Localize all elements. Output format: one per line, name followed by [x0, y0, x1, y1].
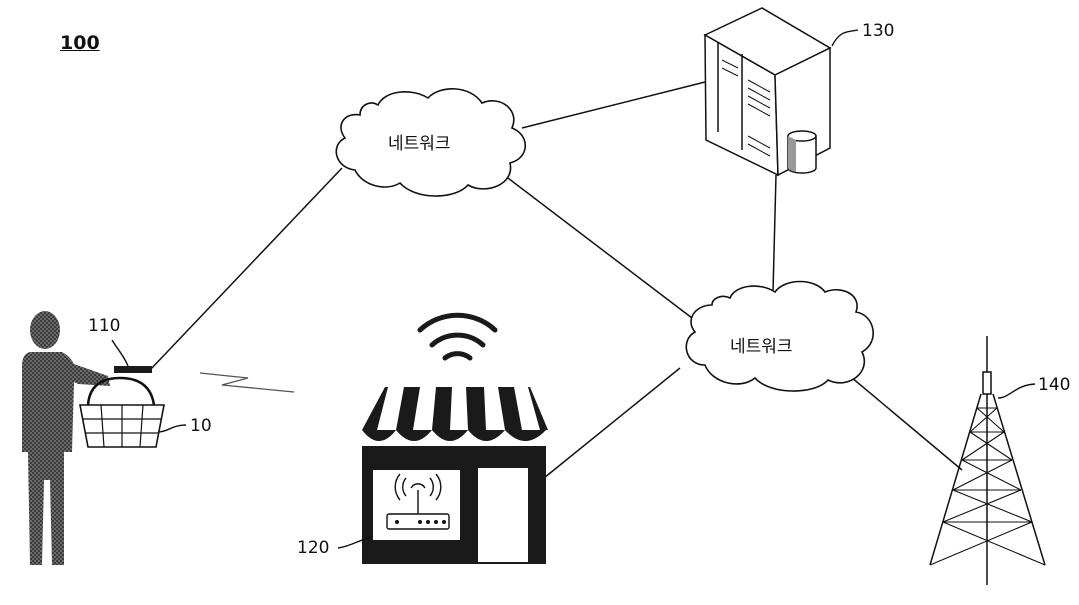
- link-network1-network2: [499, 171, 693, 319]
- terminal-device-icon: [114, 366, 152, 373]
- terminal-leader-line: [111, 339, 129, 367]
- link-terminal-network1: [149, 167, 343, 371]
- store-leader-line: [337, 537, 371, 549]
- network-label-2: 네트워크: [730, 337, 793, 357]
- link-store-network2: [543, 367, 681, 479]
- transmission-tower-icon: [929, 336, 1046, 585]
- server-icon: [703, 7, 832, 177]
- wifi-router-icon: [386, 473, 450, 530]
- link-network2-tower: [844, 371, 963, 471]
- store-icon: [362, 387, 548, 564]
- wireless-signal-line: [199, 372, 295, 393]
- basket-ref-label: 10: [190, 416, 212, 436]
- person-icon: [22, 311, 110, 565]
- link-server-network2: [772, 174, 777, 293]
- figure-number: 100: [60, 32, 100, 54]
- network-cloud-1: [335, 88, 527, 197]
- network-cloud-2: [685, 280, 874, 392]
- basket-leader-line: [157, 424, 187, 433]
- database-icon: [787, 130, 817, 174]
- server-ref-label: 130: [862, 21, 895, 41]
- cloud-icon: [335, 88, 527, 197]
- tower-leader-line: [997, 383, 1036, 399]
- store-ref-label: 120: [297, 538, 330, 558]
- server-leader-line: [831, 29, 859, 47]
- terminal-ref-label: 110: [88, 316, 121, 336]
- connection-lines: [149, 81, 963, 479]
- network-label-1: 네트워크: [388, 134, 451, 154]
- wifi-signal-icon: [417, 312, 498, 361]
- shopping-basket-icon: [79, 376, 165, 448]
- tower-ref-label: 140: [1038, 375, 1071, 395]
- cloud-icon: [685, 280, 874, 392]
- link-network1-server: [521, 81, 706, 129]
